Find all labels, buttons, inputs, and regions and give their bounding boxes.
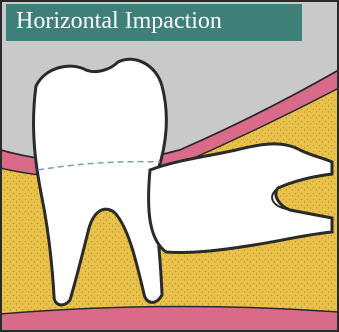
- lower-gum-line: [0, 306, 339, 332]
- title-banner: Horizontal Impaction: [6, 4, 302, 41]
- diagram-title: Horizontal Impaction: [16, 8, 222, 34]
